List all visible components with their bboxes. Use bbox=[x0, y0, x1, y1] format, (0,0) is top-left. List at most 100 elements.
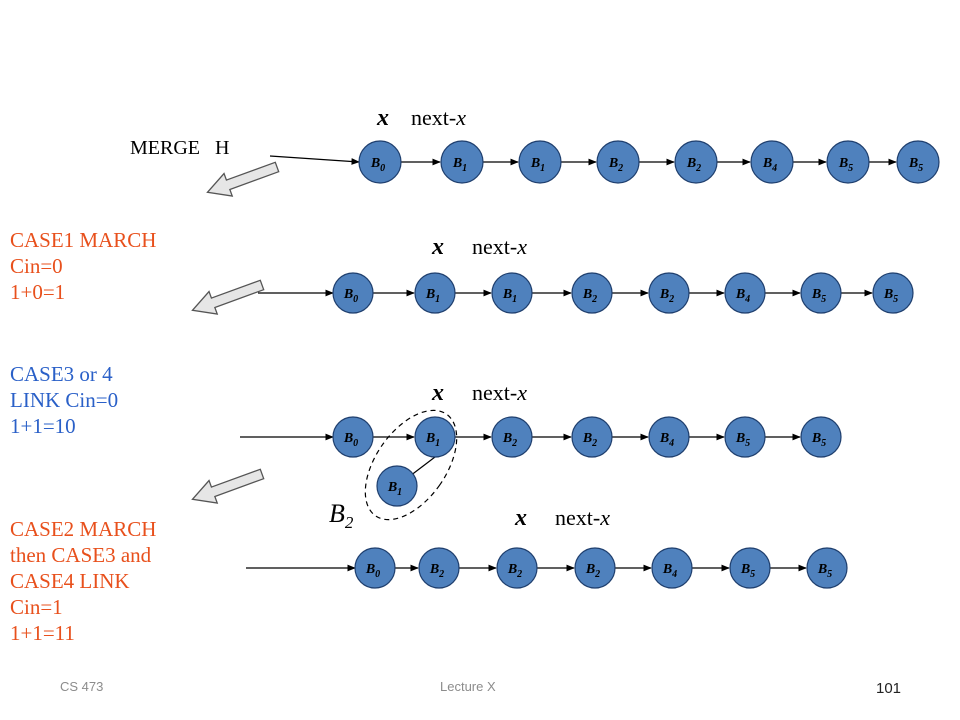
node-label: B1 bbox=[387, 480, 402, 498]
node-circle bbox=[648, 416, 690, 458]
node-label: B4 bbox=[659, 431, 674, 449]
node-label: B1 bbox=[425, 431, 440, 449]
node-label: B4 bbox=[762, 156, 777, 174]
node-label: B0 bbox=[365, 562, 380, 580]
node-label: B5 bbox=[838, 156, 853, 174]
node-circle bbox=[332, 416, 374, 458]
row2-node: B2 bbox=[648, 272, 690, 314]
node-circle bbox=[800, 272, 842, 314]
block-arrow-2 bbox=[191, 279, 265, 315]
row2-node: B1 bbox=[491, 272, 533, 314]
block-arrow-shape bbox=[191, 279, 265, 315]
row4-node: B5 bbox=[806, 547, 848, 589]
row4-node: B2 bbox=[574, 547, 616, 589]
row4-node: B5 bbox=[729, 547, 771, 589]
node-circle bbox=[518, 140, 562, 184]
row4-node: B2 bbox=[496, 547, 538, 589]
node-label: B0 bbox=[370, 156, 385, 174]
next-x-pointer-label: next-x bbox=[472, 380, 527, 405]
node-circle bbox=[332, 272, 374, 314]
row1-node: B1 bbox=[518, 140, 562, 184]
b2-tree-label: B2 bbox=[329, 499, 354, 533]
node-circle bbox=[674, 140, 718, 184]
row3-node: B1 bbox=[414, 416, 456, 458]
node-label: B2 bbox=[585, 562, 600, 580]
node-label: B5 bbox=[735, 431, 750, 449]
node-circle bbox=[491, 272, 533, 314]
node-circle bbox=[491, 416, 533, 458]
row3-node: B5 bbox=[724, 416, 766, 458]
child-node: B1 bbox=[376, 465, 418, 507]
node-circle bbox=[729, 547, 771, 589]
head-pointer-line bbox=[269, 155, 360, 165]
node-circle bbox=[896, 140, 940, 184]
node-circle bbox=[596, 140, 640, 184]
row3-node: B5 bbox=[800, 416, 842, 458]
node-circle bbox=[750, 140, 794, 184]
row2-node: B2 bbox=[571, 272, 613, 314]
row4-node: B2 bbox=[418, 547, 460, 589]
footer-course: CS 473 bbox=[60, 679, 104, 694]
row2-node: B4 bbox=[724, 272, 766, 314]
node-label: B0 bbox=[343, 431, 358, 449]
node-label: B5 bbox=[817, 562, 832, 580]
node-label: B2 bbox=[686, 156, 701, 174]
node-label: B1 bbox=[502, 287, 517, 305]
node-circle bbox=[724, 416, 766, 458]
x-pointer-label: x bbox=[377, 105, 389, 131]
row3-node: B2 bbox=[571, 416, 613, 458]
block-arrow-1 bbox=[206, 161, 280, 197]
node-circle bbox=[872, 272, 914, 314]
node-label: B5 bbox=[811, 287, 826, 305]
row1-node: B2 bbox=[596, 140, 640, 184]
merged-tree-outline bbox=[364, 409, 458, 521]
x-pointer-label: x bbox=[432, 234, 444, 260]
node-circle bbox=[440, 140, 484, 184]
node-label: B4 bbox=[662, 562, 677, 580]
block-arrows bbox=[191, 161, 280, 504]
footer-lecture: Lecture X bbox=[440, 679, 496, 694]
next-x-pointer-label: next-x bbox=[555, 505, 610, 530]
row1-node: B5 bbox=[896, 140, 940, 184]
node-circle bbox=[418, 547, 460, 589]
row3-node: B0 bbox=[332, 416, 374, 458]
pointer-labels-row3: x next-x bbox=[432, 381, 527, 405]
node-circle bbox=[376, 465, 418, 507]
row1-node: B0 bbox=[358, 140, 402, 184]
node-circle bbox=[358, 140, 402, 184]
node-label: B5 bbox=[811, 431, 826, 449]
node-circle bbox=[800, 416, 842, 458]
row3-node: B2 bbox=[491, 416, 533, 458]
node-label: B5 bbox=[740, 562, 755, 580]
node-label: B2 bbox=[429, 562, 444, 580]
row3-node: B4 bbox=[648, 416, 690, 458]
row1-node: B1 bbox=[440, 140, 484, 184]
node-circle bbox=[806, 547, 848, 589]
node-label: B1 bbox=[452, 156, 467, 174]
node-label: B2 bbox=[507, 562, 522, 580]
node-circle bbox=[496, 547, 538, 589]
node-label: B5 bbox=[908, 156, 923, 174]
row4-node: B0 bbox=[354, 547, 396, 589]
x-pointer-label: x bbox=[432, 380, 444, 406]
node-label: B2 bbox=[659, 287, 674, 305]
node-circle bbox=[651, 547, 693, 589]
node-label: B4 bbox=[735, 287, 750, 305]
node-label: B2 bbox=[502, 431, 517, 449]
row2-node: B0 bbox=[332, 272, 374, 314]
node-circle bbox=[414, 416, 456, 458]
node-circle bbox=[648, 272, 690, 314]
node-circle bbox=[574, 547, 616, 589]
merge-label: MERGE H bbox=[130, 137, 230, 159]
row4-node: B4 bbox=[651, 547, 693, 589]
link-lines bbox=[240, 155, 897, 572]
block-arrow-shape bbox=[191, 468, 265, 504]
node-circle bbox=[414, 272, 456, 314]
row1-node: B5 bbox=[826, 140, 870, 184]
